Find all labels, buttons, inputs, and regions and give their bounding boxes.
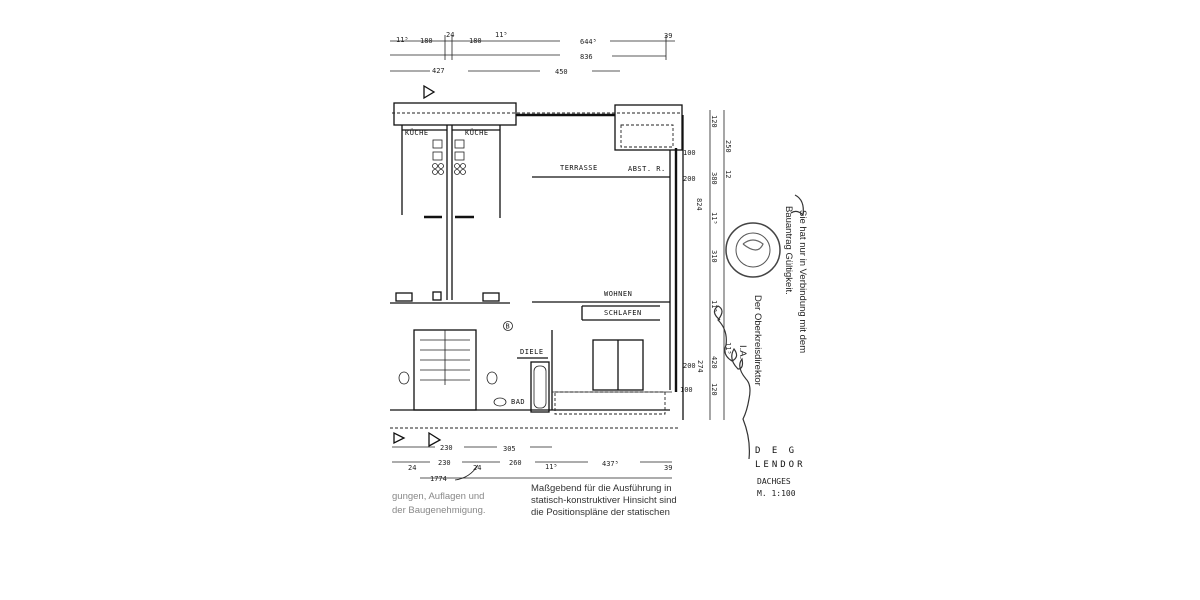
dim-label: 836: [580, 53, 593, 61]
dim-label: 11⁵: [710, 212, 718, 225]
top-dimensions: 11⁵ 180 24 180 11⁵ 644⁵ 39 836 427 450: [390, 31, 675, 100]
notes: gungen, Auflagen und der Baugenehmigung.…: [392, 483, 677, 518]
approval-line: Bauantrag Gültigkeit.: [783, 206, 794, 295]
title-line: DACHGES: [757, 477, 791, 486]
room-label-storage: ABST. R.: [628, 165, 666, 173]
approval-line: Der Oberkreisdirektor: [752, 295, 763, 386]
section-arrow-icon: [423, 84, 436, 100]
section-arrow-icon: [428, 431, 442, 448]
dim-label: 39: [664, 464, 672, 472]
room-label-kitchen: KÜCHE: [405, 128, 429, 137]
dim-label: 180: [469, 37, 482, 45]
scale-label: M. 1:100: [757, 489, 796, 498]
dim-label: 644⁵: [580, 38, 597, 46]
dim-label: 24: [408, 464, 416, 472]
dim-label: 427: [432, 67, 445, 75]
level-mark: 200: [683, 175, 696, 183]
dim-label: 24: [473, 464, 481, 472]
dim-label: 260: [509, 459, 522, 467]
dim-label: 120: [710, 383, 718, 396]
dim-label: 250: [724, 140, 732, 153]
building-walls: B: [390, 102, 684, 448]
dim-label: 824: [695, 198, 703, 211]
room-label-kitchen: KÜCHE: [465, 128, 489, 137]
unit-marker-label: B: [506, 323, 510, 331]
room-label-living: WOHNEN: [604, 290, 632, 298]
approval-stamp: Sie hat nur in Verbindung mit dem Bauant…: [713, 194, 808, 460]
level-mark: 200: [683, 362, 696, 370]
dim-label: 11⁵: [724, 342, 732, 355]
right-dimensions: 120 250 12 380 824 11⁵ 310 11⁵ 420 11⁵ 1…: [680, 110, 732, 420]
bottom-dimensions: 230 305 24 230 24 260 11⁵ 437⁵ 39 1774: [392, 444, 672, 483]
dim-label: 310: [710, 250, 718, 263]
dim-label: 437⁵: [602, 460, 619, 468]
title-line: LENDOR: [755, 460, 806, 470]
dim-label: 24: [446, 31, 454, 39]
room-label-terrace: TERRASSE: [560, 164, 598, 172]
dim-label: 230: [438, 459, 451, 467]
signature: [713, 305, 751, 460]
note-line: der Baugenehmigung.: [392, 505, 486, 516]
dim-label: 230: [440, 444, 453, 452]
dim-label: 305: [503, 445, 516, 453]
dim-label: 1774: [430, 475, 447, 483]
section-arrow-icon: [393, 431, 406, 445]
dim-label: 180: [420, 37, 433, 45]
dim-label: 11⁵: [495, 31, 508, 39]
dim-label: 11⁵: [710, 300, 718, 313]
level-mark: 100: [680, 386, 693, 394]
dim-label: 450: [555, 68, 568, 76]
dim-label: 120: [710, 115, 718, 128]
level-mark: 100: [683, 149, 696, 157]
stamp-seal-icon: [725, 222, 781, 278]
room-label-hall: DIELE: [520, 348, 544, 356]
room-label-bedroom: SCHLAFEN: [604, 309, 642, 317]
dim-label: 11⁵: [396, 36, 409, 44]
room-labels: KÜCHE KÜCHE TERRASSE ABST. R. WOHNEN SCH…: [405, 128, 666, 406]
note-line: Maßgebend für die Ausführung in: [531, 483, 671, 494]
approval-line: I.A.: [737, 345, 748, 359]
note-line: gungen, Auflagen und: [392, 491, 484, 502]
approval-line: Sie hat nur in Verbindung mit dem: [797, 210, 808, 353]
unit-marker: [503, 321, 513, 331]
dim-label: 420: [710, 356, 718, 369]
dim-label: 274: [696, 360, 704, 373]
dim-label: 380: [710, 172, 718, 185]
dim-label: 11⁵: [545, 463, 558, 471]
dim-label: 12: [724, 170, 732, 178]
dim-label: 39: [664, 32, 672, 40]
note-line: statisch-konstruktiver Hinsicht sind: [531, 495, 677, 506]
room-label-bath: BAD: [511, 398, 525, 406]
title-block: D E G LENDOR DACHGES M. 1:100: [755, 446, 806, 498]
title-line: D E G: [755, 446, 797, 456]
note-line: die Positionspläne der statischen: [531, 507, 670, 518]
